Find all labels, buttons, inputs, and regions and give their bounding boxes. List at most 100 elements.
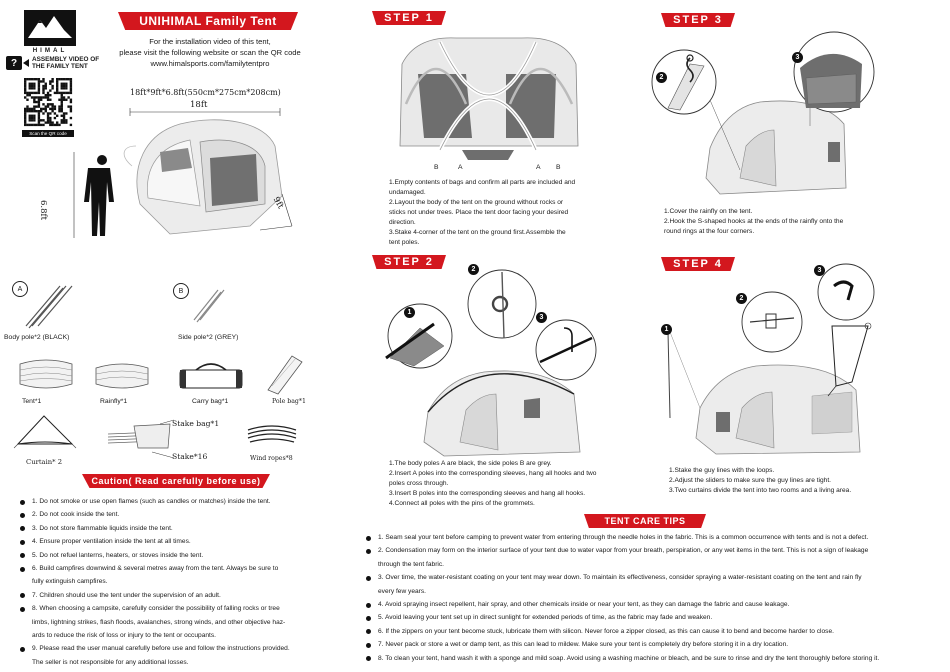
step-2-line: 2.Insert A poles into the corresponding … [389,470,597,477]
step-3-line: round rings at the four corners. [664,228,755,235]
tent-label: Tent*1 [22,398,42,405]
caution-item: The seller is not responsible for any ad… [32,658,189,666]
help-icon: ? [6,56,22,70]
step-3-instructions: 1.Cover the rainfly on the tent. 2.Hook t… [664,207,904,237]
caution-item: 8. When choosing a campsite, carefully c… [18,602,343,615]
side-pole-label: Side pole*2 (GREY) [178,334,239,341]
caution-item: 9. Please read the user manual carefully… [18,642,343,655]
care-tip: through the tent fabric. [378,560,444,568]
step-2-line: 4.Connect all poles with the pins of the… [389,500,535,507]
step-1-line: direction. [389,219,416,226]
part-b-badge: B [173,283,189,299]
step-2-callout-3: 3 [536,312,547,323]
wind-ropes-label: Wind ropes*8 [250,455,293,462]
part-a-badge: A [12,281,28,297]
side-pole-image [193,289,225,323]
caution-item: fully extinguish campfires. [32,578,108,586]
step-3-illustration [651,31,875,195]
dimension-spec: 18ft*9ft*6.8ft(550cm*275cm*208cm) [130,88,281,97]
video-url[interactable]: www.himalsports.com/familytentpro [150,59,270,68]
care-tip: every few years. [378,587,427,595]
caution-item: 4. Ensure proper ventilation inside the … [18,535,343,548]
mountain-icon [28,16,72,38]
dimension-length: 18ft [190,100,208,110]
step-3-line: 2.Hook the S-shaped hooks at the ends of… [664,218,844,225]
care-tip: 1. Seam seal your tent before camping to… [364,531,950,544]
rainfly-label: Rainfly*1 [100,398,128,405]
video-info: For the installation video of this tent,… [108,36,312,69]
step-4-callout-2: 2 [736,293,747,304]
step-4-title: STEP 4 [661,257,735,271]
qr-code[interactable]: Scan the QR code [22,78,74,142]
caution-item: 7. Children should use the tent under th… [18,589,343,602]
care-tip: 6. If the zippers on your tent become st… [364,625,950,638]
step-3-callout-3: 3 [792,52,803,63]
step-1-mark-a-right: A [536,164,541,171]
assembly-video-badge: ? ASSEMBLY VIDEO OF THE FAMILY TENT [6,54,106,72]
step-2-instructions: 1.The body poles A are black, the side p… [389,459,629,509]
step-1-illustration [399,37,579,160]
care-title: TENT CARE TIPS [584,514,706,528]
caution-title: Caution( Read carefully before use) [82,474,270,488]
carry-bag-image [179,363,243,389]
caution-item: limbs, lightning strikes, flash floods, … [32,618,286,626]
body-pole-image [25,285,73,329]
caution-list: 1. Do not smoke or use open flames (such… [18,495,343,669]
care-tip: 4. Avoid spraying insect repellent, hair… [364,598,950,611]
caution-item: ards to reduce the risk of loss or injur… [32,632,216,640]
curtain-image [13,415,77,449]
step-1-line: sticks not under trees. Place the tent d… [389,209,569,216]
caution-item: 6. Build campfires downwind & several me… [18,562,343,575]
step-1-line: 2.Layout the body of the tent on the gro… [389,199,564,206]
page-title: UNIHIMAL Family Tent [118,12,298,30]
step-2-line: 3.Insert B poles into the corresponding … [389,490,586,497]
stake-bundle-image [107,419,175,459]
step-2-title: STEP 2 [372,255,446,269]
care-tip: 3. Over time, the water-resistant coatin… [364,571,950,584]
caution-item: 1. Do not smoke or use open flames (such… [18,495,343,508]
step-4-line: 2.Adjust the sliders to make sure the gu… [669,477,831,484]
step-4-instructions: 1.Stake the guy lines with the loops.2.A… [669,466,919,496]
step-2-illustration [385,269,597,457]
step-2-callout-2: 2 [468,264,479,275]
video-camera-icon [23,59,29,67]
care-list: 1. Seam seal your tent before camping to… [364,531,950,665]
care-tip: 5. Avoid leaving your tent set up in dir… [364,611,950,624]
care-tip: 7. Never pack or store a wet or damp ten… [364,638,950,651]
care-tip: 8. To clean your tent, hand wash it with… [364,652,950,665]
step-1-line: 3.Stake 4-corner of the tent on the grou… [389,229,566,236]
tent-package-image [19,359,73,389]
step-1-title: STEP 1 [372,11,446,25]
step-1-instructions: 1.Empty contents of bags and confirm all… [389,178,599,248]
step-3-callout-2: 2 [656,72,667,83]
video-line-1: For the installation video of this tent, [149,37,271,46]
body-pole-label: Body pole*2 (BLACK) [4,334,70,341]
stake-bag-label: Stake bag*1 [172,419,220,428]
tent-dimension-illustration [73,108,293,238]
caution-item: 5. Do not refuel lanterns, heaters, or s… [18,549,343,562]
qr-caption: Scan the QR code [22,130,74,137]
step-1-line: 1.Empty contents of bags and confirm all… [389,179,576,186]
qr-code-image [24,78,73,127]
step-2-line: 1.The body poles A are black, the side p… [389,460,552,467]
care-tip: 2. Condensation may form on the interior… [364,544,950,557]
brand-name: HIMAL [32,47,68,54]
step-2-callout-1: 1 [404,307,415,318]
step-4-callout-1: 1 [661,324,672,335]
pole-bag-image [267,355,303,395]
step-3-title: STEP 3 [661,13,735,27]
step-2-line: poles cross through. [389,480,449,487]
pole-bag-label: Pole bag*1 [272,398,306,405]
step-4-callout-3: 3 [814,265,825,276]
curtain-label: Curtain* 2 [26,458,63,466]
caution-item: 3. Do not store flammable liquids inside… [18,522,343,535]
stake-label: Stake*16 [172,452,208,461]
step-1-mark-b-left: B [434,164,439,171]
step-1-line: undamaged. [389,189,426,196]
assembly-video-label: ASSEMBLY VIDEO OF THE FAMILY TENT [32,56,100,70]
rainfly-package-image [95,363,149,389]
person-silhouette [84,155,114,236]
brand-logo [24,10,76,46]
step-1-mark-b-right: B [556,164,561,171]
step-3-line: 1.Cover the rainfly on the tent. [664,208,753,215]
